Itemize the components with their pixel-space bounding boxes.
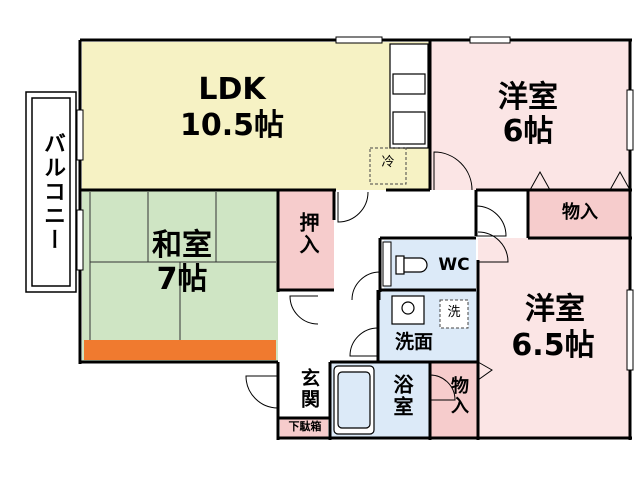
- oshiire-label: 押入: [296, 212, 320, 256]
- getabako-area: [280, 418, 328, 438]
- washitsu-size: 7帖: [156, 262, 208, 297]
- yoshitsu-bottom-size: 6.5帖: [511, 328, 595, 363]
- yoshitsu-top-name: 洋室: [498, 80, 558, 115]
- monoire-top-label: 物入: [562, 202, 598, 223]
- yoshitsu-bottom-name: 洋室: [525, 292, 585, 327]
- yoshitsu-bottom-area: [478, 238, 630, 438]
- wc-label: WC: [438, 255, 470, 275]
- senmen-label: 洗面: [394, 331, 433, 353]
- ldk-name: LDK: [198, 72, 266, 107]
- monoire-bottom-label: 物入: [448, 376, 469, 416]
- oshiire-area: [278, 190, 334, 290]
- yoshitsu-top-size: 6帖: [502, 114, 554, 149]
- ldk-area: [82, 42, 430, 190]
- monoire-top-area: [528, 190, 630, 238]
- balcony-label: バルコニー: [40, 132, 65, 252]
- genkan-label: 玄関: [298, 368, 320, 410]
- fridge-label: 冷: [381, 155, 395, 170]
- yokushitsu-label: 浴室: [390, 374, 414, 418]
- getabako-label: 下駄箱: [288, 420, 322, 433]
- tatami-edge: [84, 340, 276, 360]
- washer-label: 洗: [447, 305, 461, 320]
- washitsu-name: 和室: [152, 228, 212, 263]
- ldk-size: 10.5帖: [179, 108, 285, 143]
